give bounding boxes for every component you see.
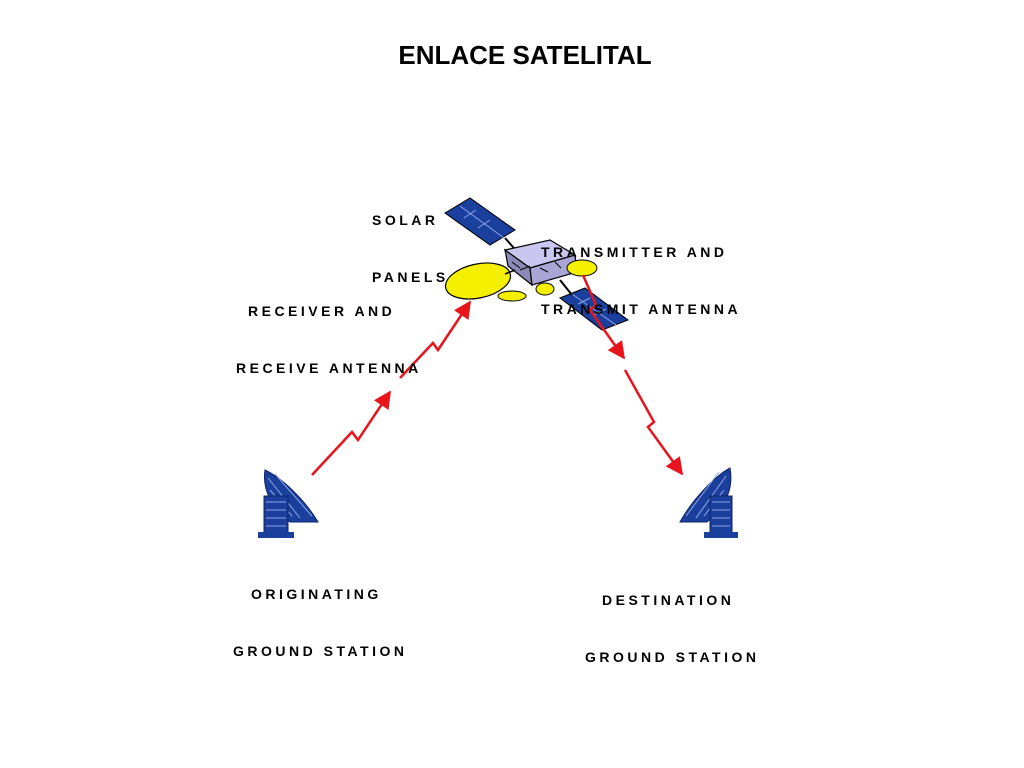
satellite-dish-icon (679, 467, 738, 538)
originating-station-label: ORIGINATING GROUND STATION (233, 547, 407, 699)
solar-panels-label-line2: PANELS (372, 269, 449, 285)
destination-label-line2: GROUND STATION (585, 649, 760, 665)
receiver-label: RECEIVER AND RECEIVE ANTENNA (236, 264, 422, 416)
receiver-label-line1: RECEIVER AND (248, 303, 396, 319)
solar-panel-right (558, 287, 630, 331)
originating-label-line2: GROUND STATION (233, 643, 408, 659)
destination-label-line1: DESTINATION (602, 592, 735, 608)
destination-station-label: DESTINATION GROUND STATION (585, 553, 759, 705)
receive-antenna-dish (444, 262, 512, 300)
solar-panel-left (444, 197, 516, 246)
transmitter-label-line2: TRANSMIT ANTENNA (541, 301, 742, 317)
downlink-signal (581, 274, 684, 476)
satellite-dish-icon (258, 469, 319, 538)
uplink-signal (311, 300, 472, 476)
originating-label-line1: ORIGINATING (251, 586, 382, 602)
transmitter-label: TRANSMITTER AND TRANSMIT ANTENNA (541, 205, 741, 357)
solar-panels-label-line1: SOLAR (372, 212, 439, 228)
transmit-antenna-dish (566, 259, 598, 277)
satellite-icon (444, 197, 630, 331)
solar-panels-label: SOLAR PANELS (372, 173, 449, 325)
receiver-label-line2: RECEIVE ANTENNA (236, 360, 422, 376)
transmitter-label-line1: TRANSMITTER AND (541, 244, 728, 260)
page-title: ENLACE SATELITAL (398, 40, 652, 70)
